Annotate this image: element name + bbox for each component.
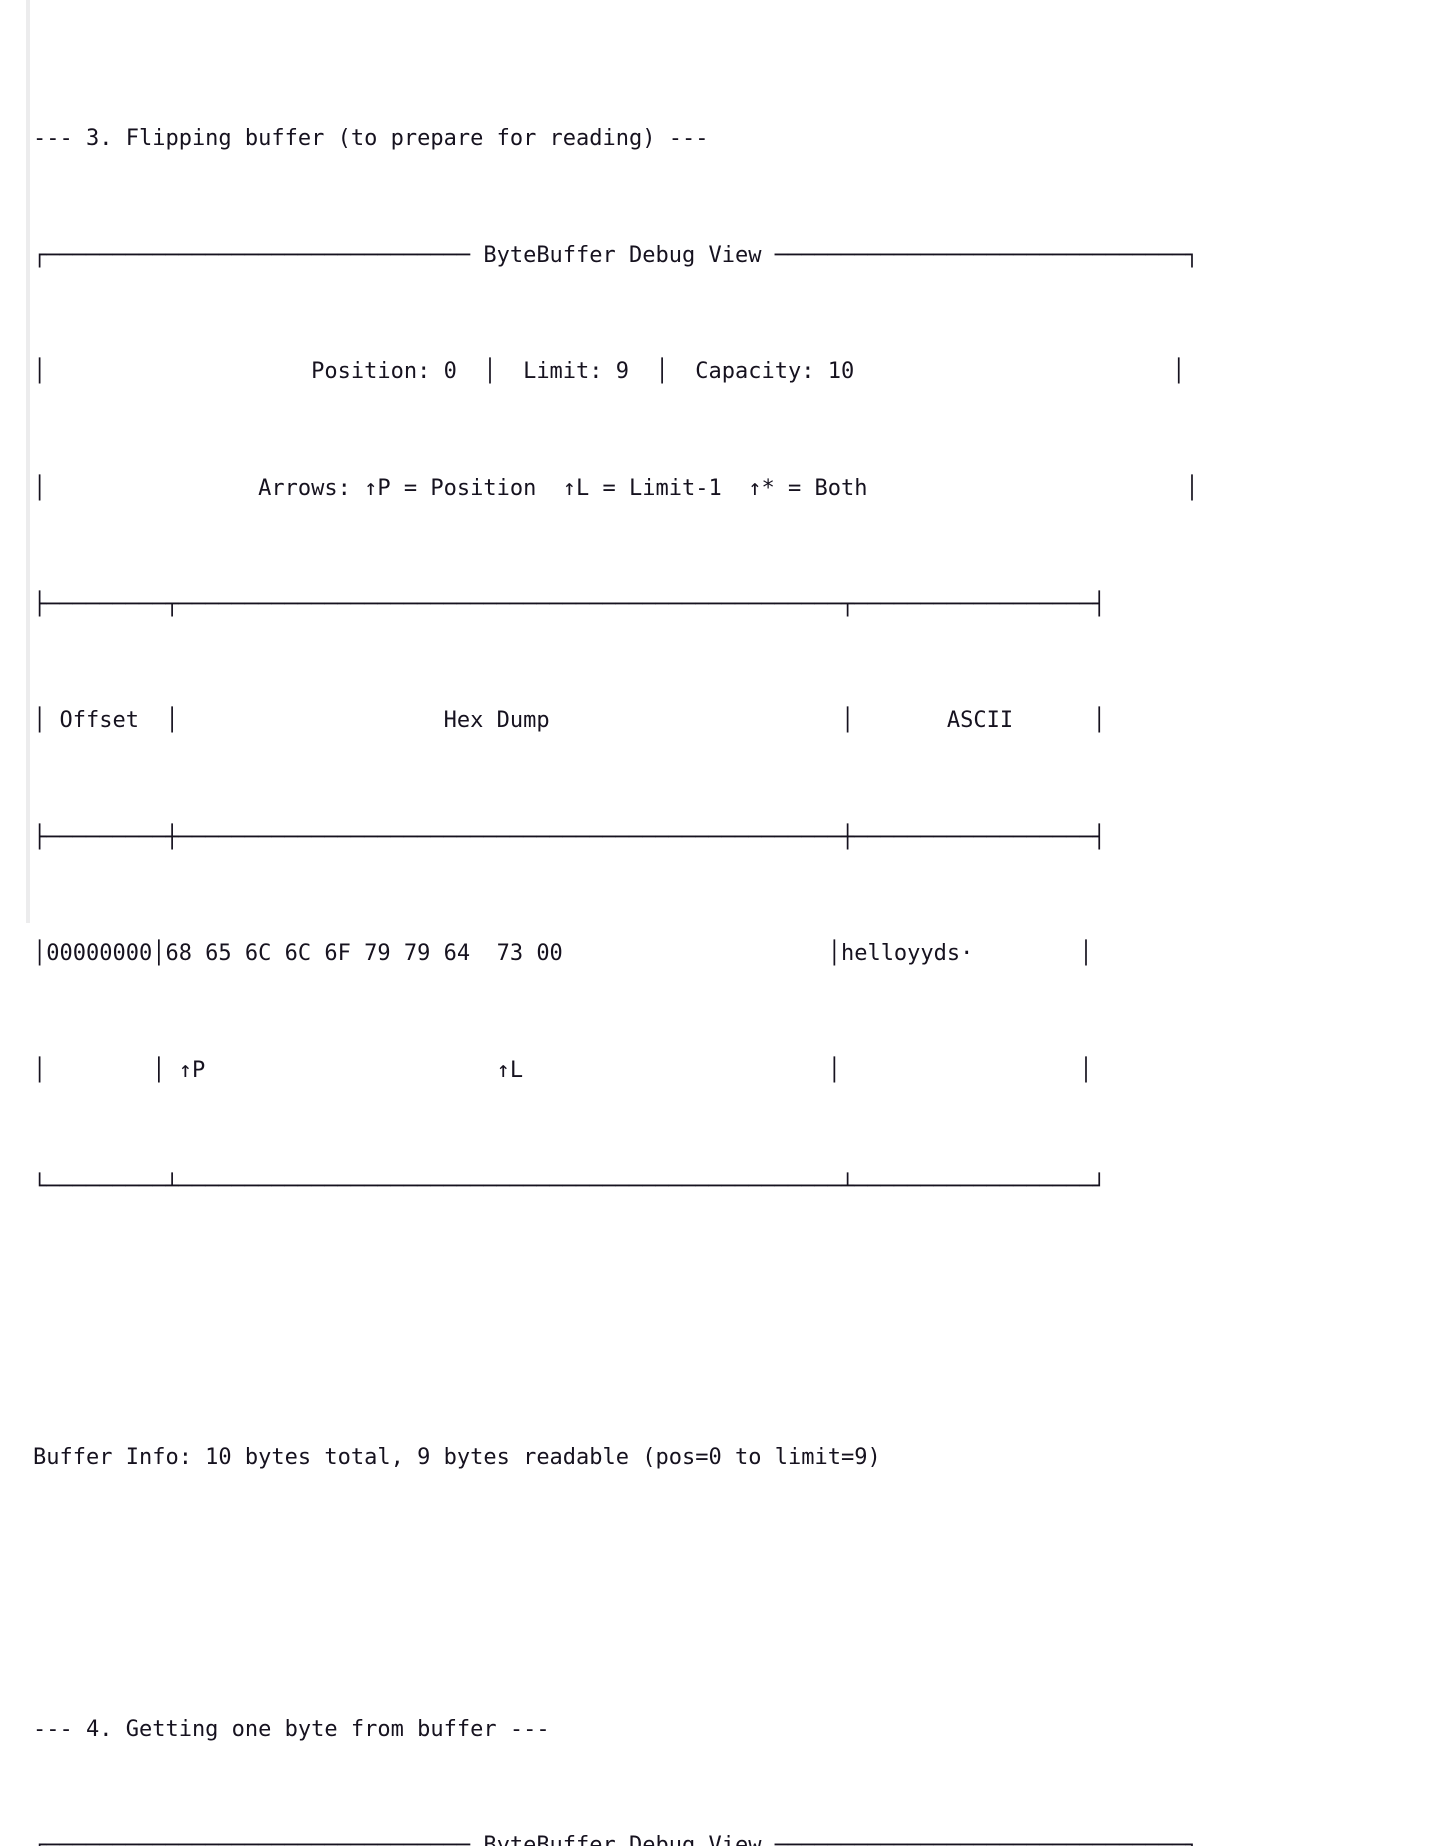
section-3-table-rule-mid: ├─────────┼─────────────────────────────… — [33, 824, 1106, 850]
section-4-panel-top: ┌──────────────────────────────── ByteBu… — [33, 1833, 1199, 1846]
section-3-panel-top: ┌──────────────────────────────── ByteBu… — [33, 242, 1199, 268]
section-3-hexdump-row: │00000000│68 65 6C 6C 6F 79 79 64 73 00 … — [33, 941, 1093, 967]
section-4-heading: --- 4. Getting one byte from buffer --- — [33, 1717, 550, 1743]
section-3-legend-line: │ Arrows: ↑P = Position ↑L = Limit-1 ↑* … — [33, 475, 1199, 501]
console-left-gutter — [26, 0, 30, 923]
section-3-table-header: │ Offset │ Hex Dump │ ASCII │ — [33, 708, 1106, 734]
section-3-table-rule-bottom: └─────────┴─────────────────────────────… — [33, 1173, 1106, 1199]
section-3-stats-line: │ Position: 0 │ Limit: 9 │ Capacity: 10 … — [33, 359, 1186, 385]
section-3-pointer-row: │ │ ↑P ↑L │ │ — [33, 1057, 1093, 1083]
section-3-buffer-info: Buffer Info: 10 bytes total, 9 bytes rea… — [33, 1445, 881, 1471]
console-output-text[interactable]: --- 3. Flipping buffer (to prepare for r… — [33, 4, 1199, 1846]
spacer-2 — [33, 1556, 1199, 1595]
spacer-1 — [33, 1323, 1199, 1362]
section-3-heading: --- 3. Flipping buffer (to prepare for r… — [33, 126, 709, 152]
section-3-table-rule-top: ├─────────┬─────────────────────────────… — [33, 591, 1106, 617]
